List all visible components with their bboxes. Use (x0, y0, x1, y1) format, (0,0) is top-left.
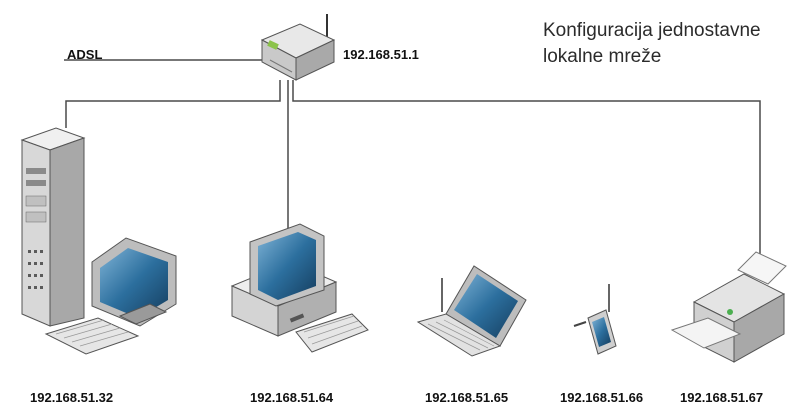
connection-lines (64, 59, 761, 262)
mobile-phone-icon (573, 284, 617, 355)
router-icon (260, 14, 336, 81)
server-tower-icon (20, 127, 86, 327)
link-server (65, 80, 281, 128)
title-line-2: lokalne mreže (543, 46, 662, 67)
server-keyboard-icon (44, 317, 140, 355)
laptop-ip-label: 192.168.51.65 (425, 390, 509, 405)
server-ip-label: 192.168.51.32 (30, 390, 114, 405)
title-line-1: Konfiguracija jednostavne (543, 20, 761, 41)
printer-ip-label: 192.168.51.67 (680, 390, 764, 405)
desktop-pc-icon (230, 223, 369, 353)
server-monitor-icon (91, 237, 177, 327)
desktop-ip-label: 192.168.51.64 (250, 390, 334, 405)
laptop-icon (416, 265, 527, 357)
diagram-title: Konfiguracija jednostavne lokalne mreže (543, 18, 793, 70)
mobile-ip-label: 192.168.51.66 (560, 390, 644, 405)
link-printer (292, 80, 761, 262)
printer-icon (670, 251, 787, 363)
router-ip-label: 192.168.51.1 (343, 47, 419, 62)
adsl-label: ADSL (67, 47, 103, 62)
